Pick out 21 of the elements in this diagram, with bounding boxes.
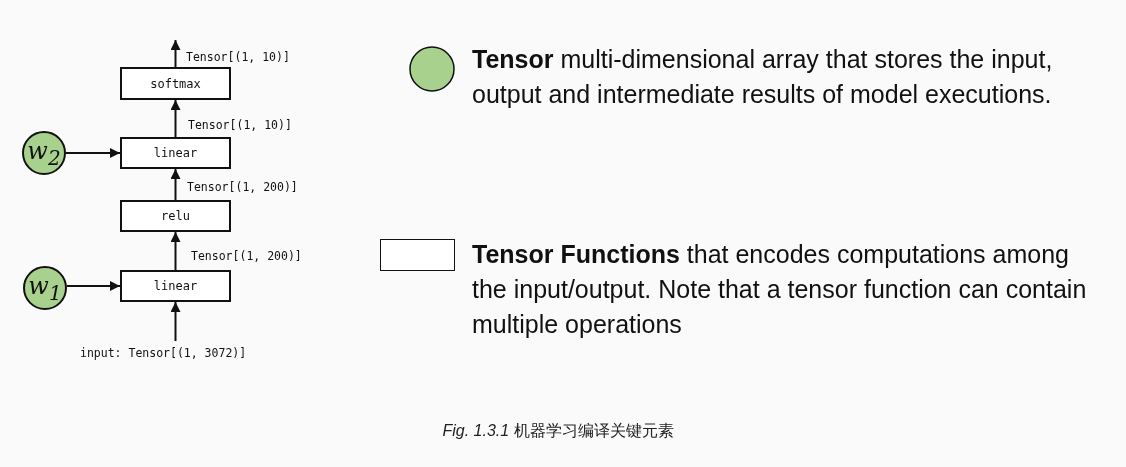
function-box: relu [120, 200, 231, 232]
edge-label: Tensor[(1, 10)] [187, 118, 293, 132]
edge-label: Tensor[(1, 10)] [185, 50, 291, 64]
edge-label: Tensor[(1, 200)] [186, 180, 299, 194]
figure-caption: Fig. 1.3.1 机器学习编译关键元素 [442, 422, 674, 439]
weight-circle: w$_{1}$ [23, 266, 67, 310]
arrow [170, 301, 181, 342]
function-box: softmax [120, 67, 231, 100]
arrow [170, 231, 181, 271]
legend-text: Tensor Functions that encodes computations among the input/output. Note that a tensor function can contain multiple operations [472, 239, 1087, 340]
weight-circle: w$_{2}$ [22, 131, 66, 175]
input-label: input: Tensor[(1, 3072)] [80, 346, 255, 362]
arrow [170, 39, 181, 68]
arrow [170, 168, 181, 201]
arrow [66, 281, 121, 291]
function-box: linear [120, 270, 231, 302]
function-box: linear [120, 137, 231, 169]
legend-text: Tensor multi-dimensional array that stores the input, output and intermediate results of model executions. [472, 44, 1054, 110]
arrow [65, 148, 121, 158]
arrow [170, 99, 181, 138]
edge-label: Tensor[(1, 200)] [190, 249, 303, 263]
